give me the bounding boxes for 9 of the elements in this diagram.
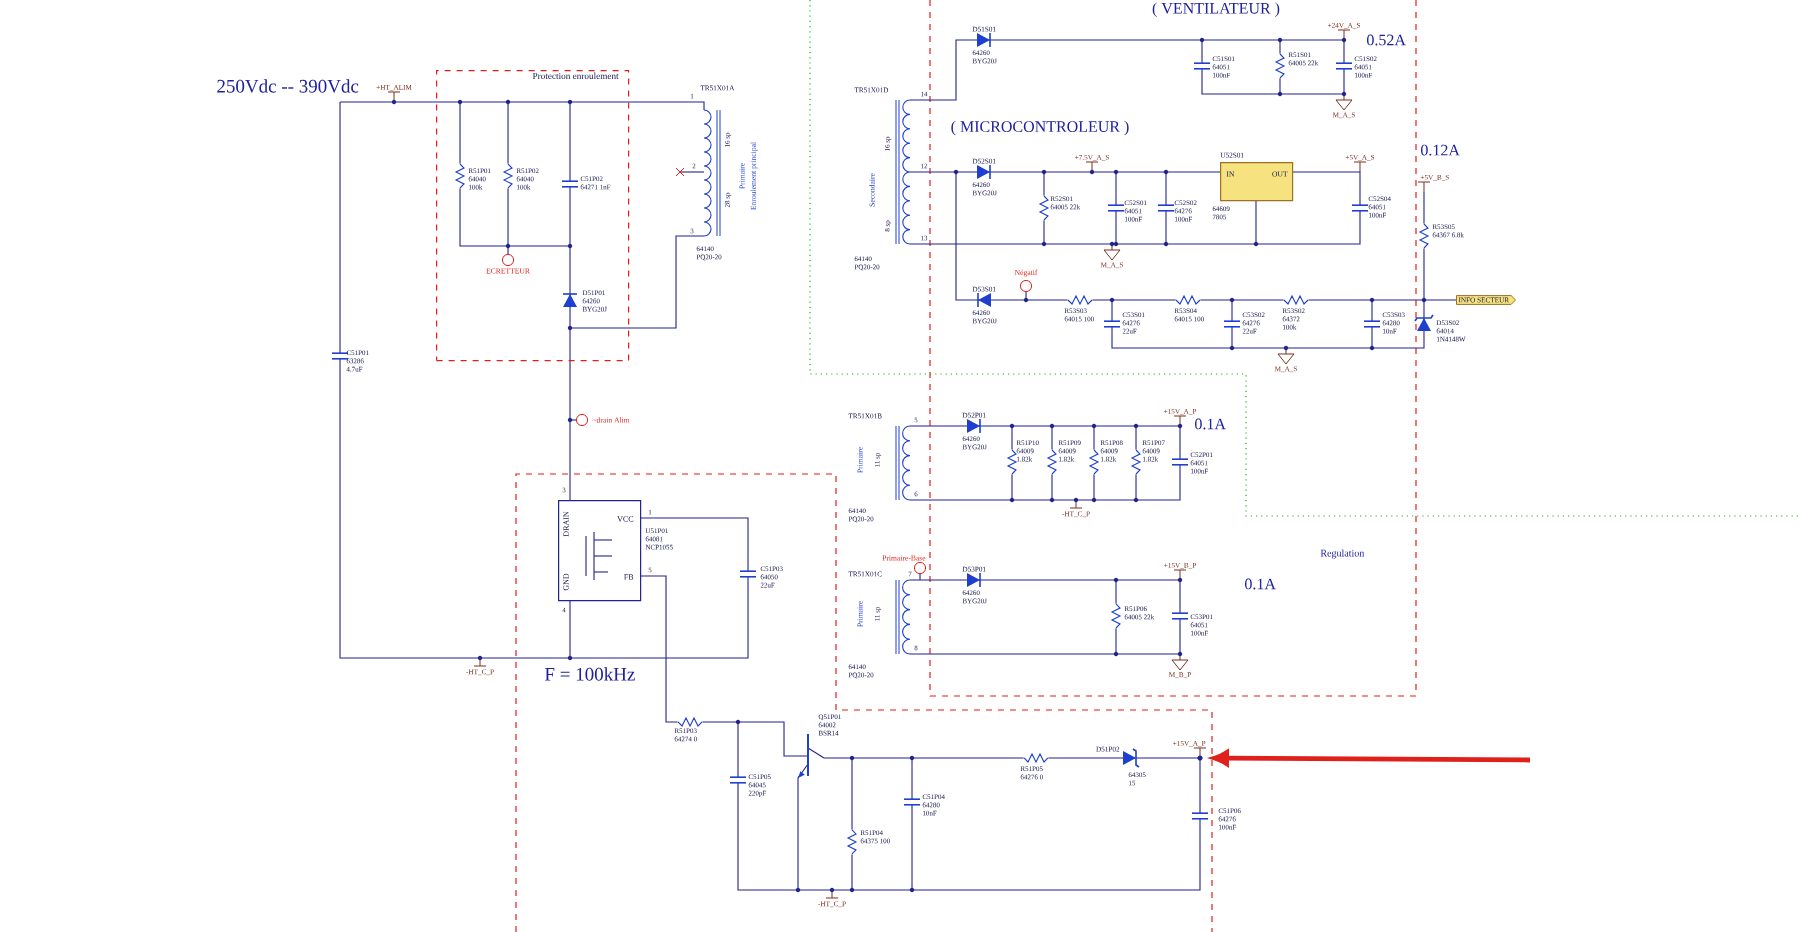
- annotation-text: 0.12A: [1421, 144, 1460, 156]
- annotation-text: 0.1A: [1245, 578, 1276, 590]
- annotation-text: 0.52A: [1367, 34, 1406, 46]
- annotation-text: ( MICROCONTROLEUR ): [951, 120, 1129, 136]
- annotation-text: ( VENTILATEUR ): [1152, 2, 1280, 17]
- annotation-text: 250Vdc -- 390Vdc: [217, 79, 359, 93]
- annotation-text: 0.1A: [1195, 418, 1226, 430]
- annotation-text: F = 100kHz: [544, 667, 635, 681]
- arrow: [1212, 750, 1530, 767]
